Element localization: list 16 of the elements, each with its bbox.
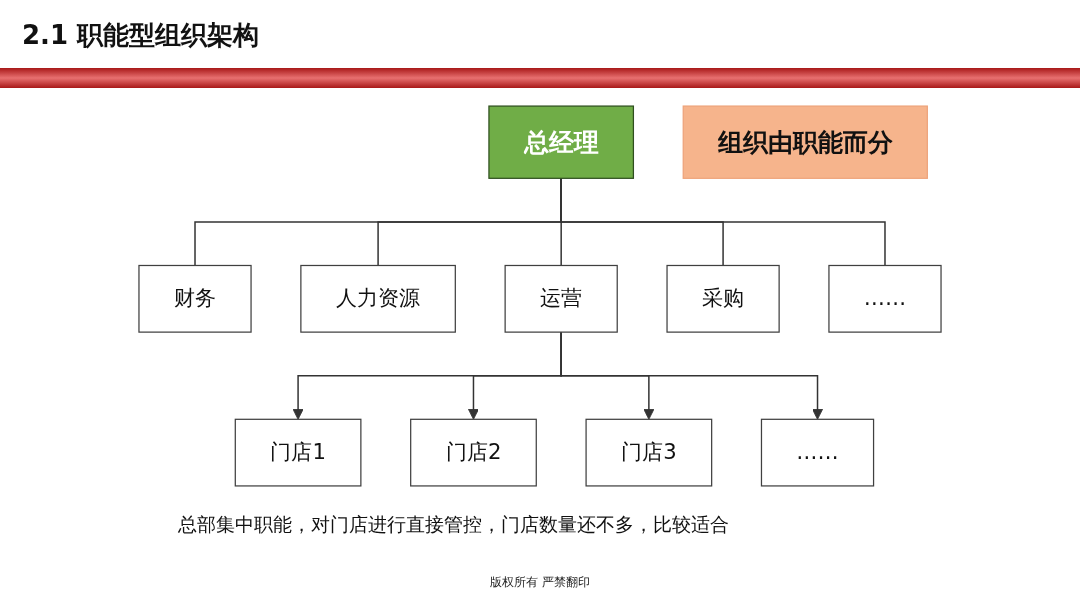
node-box: 财务 xyxy=(138,264,252,333)
node-box: 门店1 xyxy=(234,418,362,487)
node-box: 总经理 xyxy=(488,105,635,179)
node-box: 组织由职能而分 xyxy=(682,105,928,179)
node-box: 运营 xyxy=(504,264,618,333)
node-box: 门店3 xyxy=(585,418,713,487)
arrow xyxy=(560,331,823,420)
node-box: 人力资源 xyxy=(300,264,456,333)
node-box: …… xyxy=(828,264,942,333)
node-box: …… xyxy=(760,418,875,487)
note-text: 总部集中职能，对门店进行直接管控，门店数量还不多，比较适合 xyxy=(178,512,729,537)
connector xyxy=(560,177,886,267)
node-box: 门店2 xyxy=(410,418,537,487)
node-box: 采购 xyxy=(666,264,780,333)
copyright-notice: 版权所有 严禁翻印 xyxy=(490,574,590,591)
slide-title: 2.1 职能型组织架构 xyxy=(22,19,260,52)
